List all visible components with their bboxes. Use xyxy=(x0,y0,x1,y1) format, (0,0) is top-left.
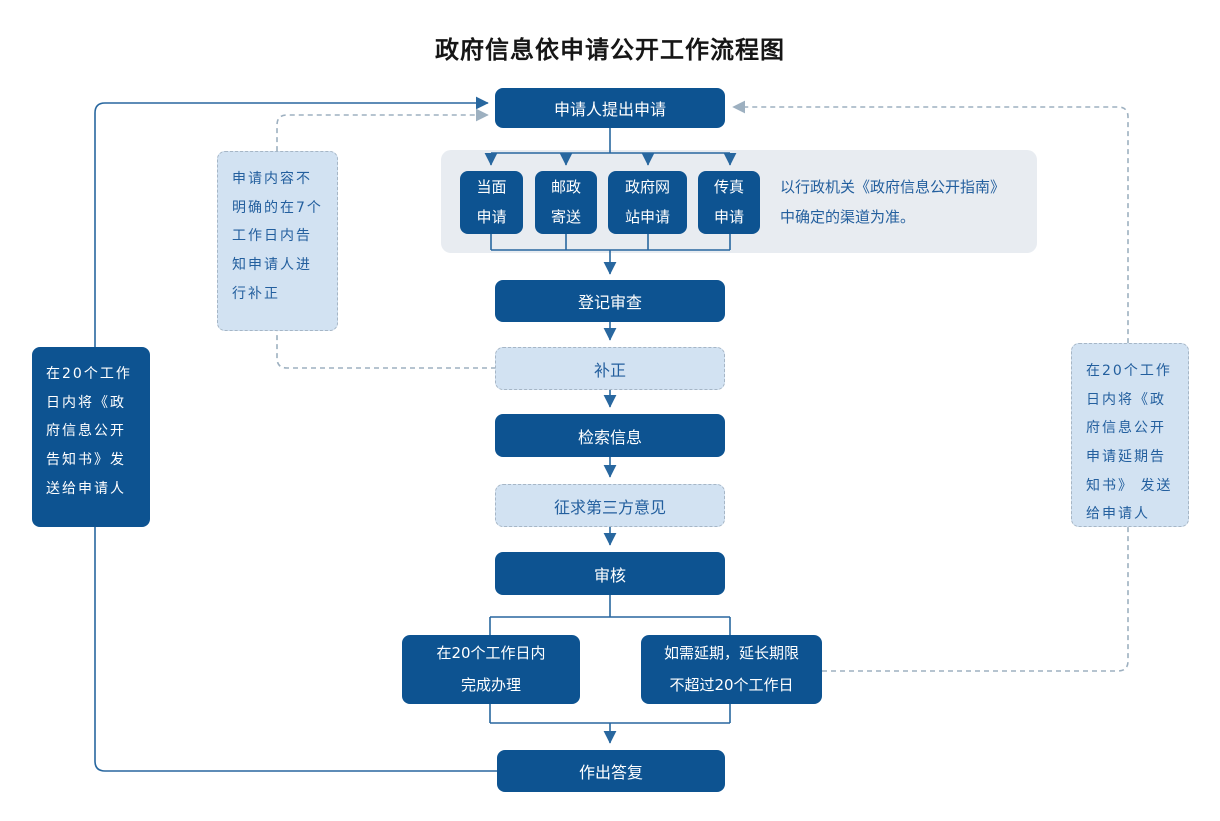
node-third-party-opinion[interactable]: 征求第三方意见 xyxy=(495,484,725,527)
channel-fax[interactable]: 传真 申请 xyxy=(698,171,760,234)
annotation-disclosure-notice: 在20个工作 日内将《政 府信息公开 告知书》发 送给申请人 xyxy=(32,347,150,527)
node-review[interactable]: 审核 xyxy=(495,552,725,595)
node-register-review[interactable]: 登记审查 xyxy=(495,280,725,322)
annotation-extension-notice: 在20个工作 日内将《政 府信息公开 申请延期告 知书》 发送 给申请人 xyxy=(1071,343,1189,527)
node-apply[interactable]: 申请人提出申请 xyxy=(495,88,725,128)
node-reply[interactable]: 作出答复 xyxy=(497,750,725,792)
page-title: 政府信息依申请公开工作流程图 xyxy=(435,36,785,64)
channel-in-person[interactable]: 当面 申请 xyxy=(460,171,523,234)
annotation-correction-notice: 申请内容不 明确的在7个 工作日内告 知申请人进 行补正 xyxy=(217,151,338,331)
node-correction[interactable]: 补正 xyxy=(495,347,725,390)
node-complete-in-20-days[interactable]: 在20个工作日内 完成办理 xyxy=(402,635,580,704)
channel-government-website[interactable]: 政府网 站申请 xyxy=(608,171,687,234)
channel-postal-mail[interactable]: 邮政 寄送 xyxy=(535,171,597,234)
node-search-information[interactable]: 检索信息 xyxy=(495,414,725,457)
channel-panel-note: 以行政机关《政府信息公开指南》 中确定的渠道为准。 xyxy=(780,178,1006,226)
node-extension[interactable]: 如需延期，延长期限 不超过20个工作日 xyxy=(641,635,822,704)
